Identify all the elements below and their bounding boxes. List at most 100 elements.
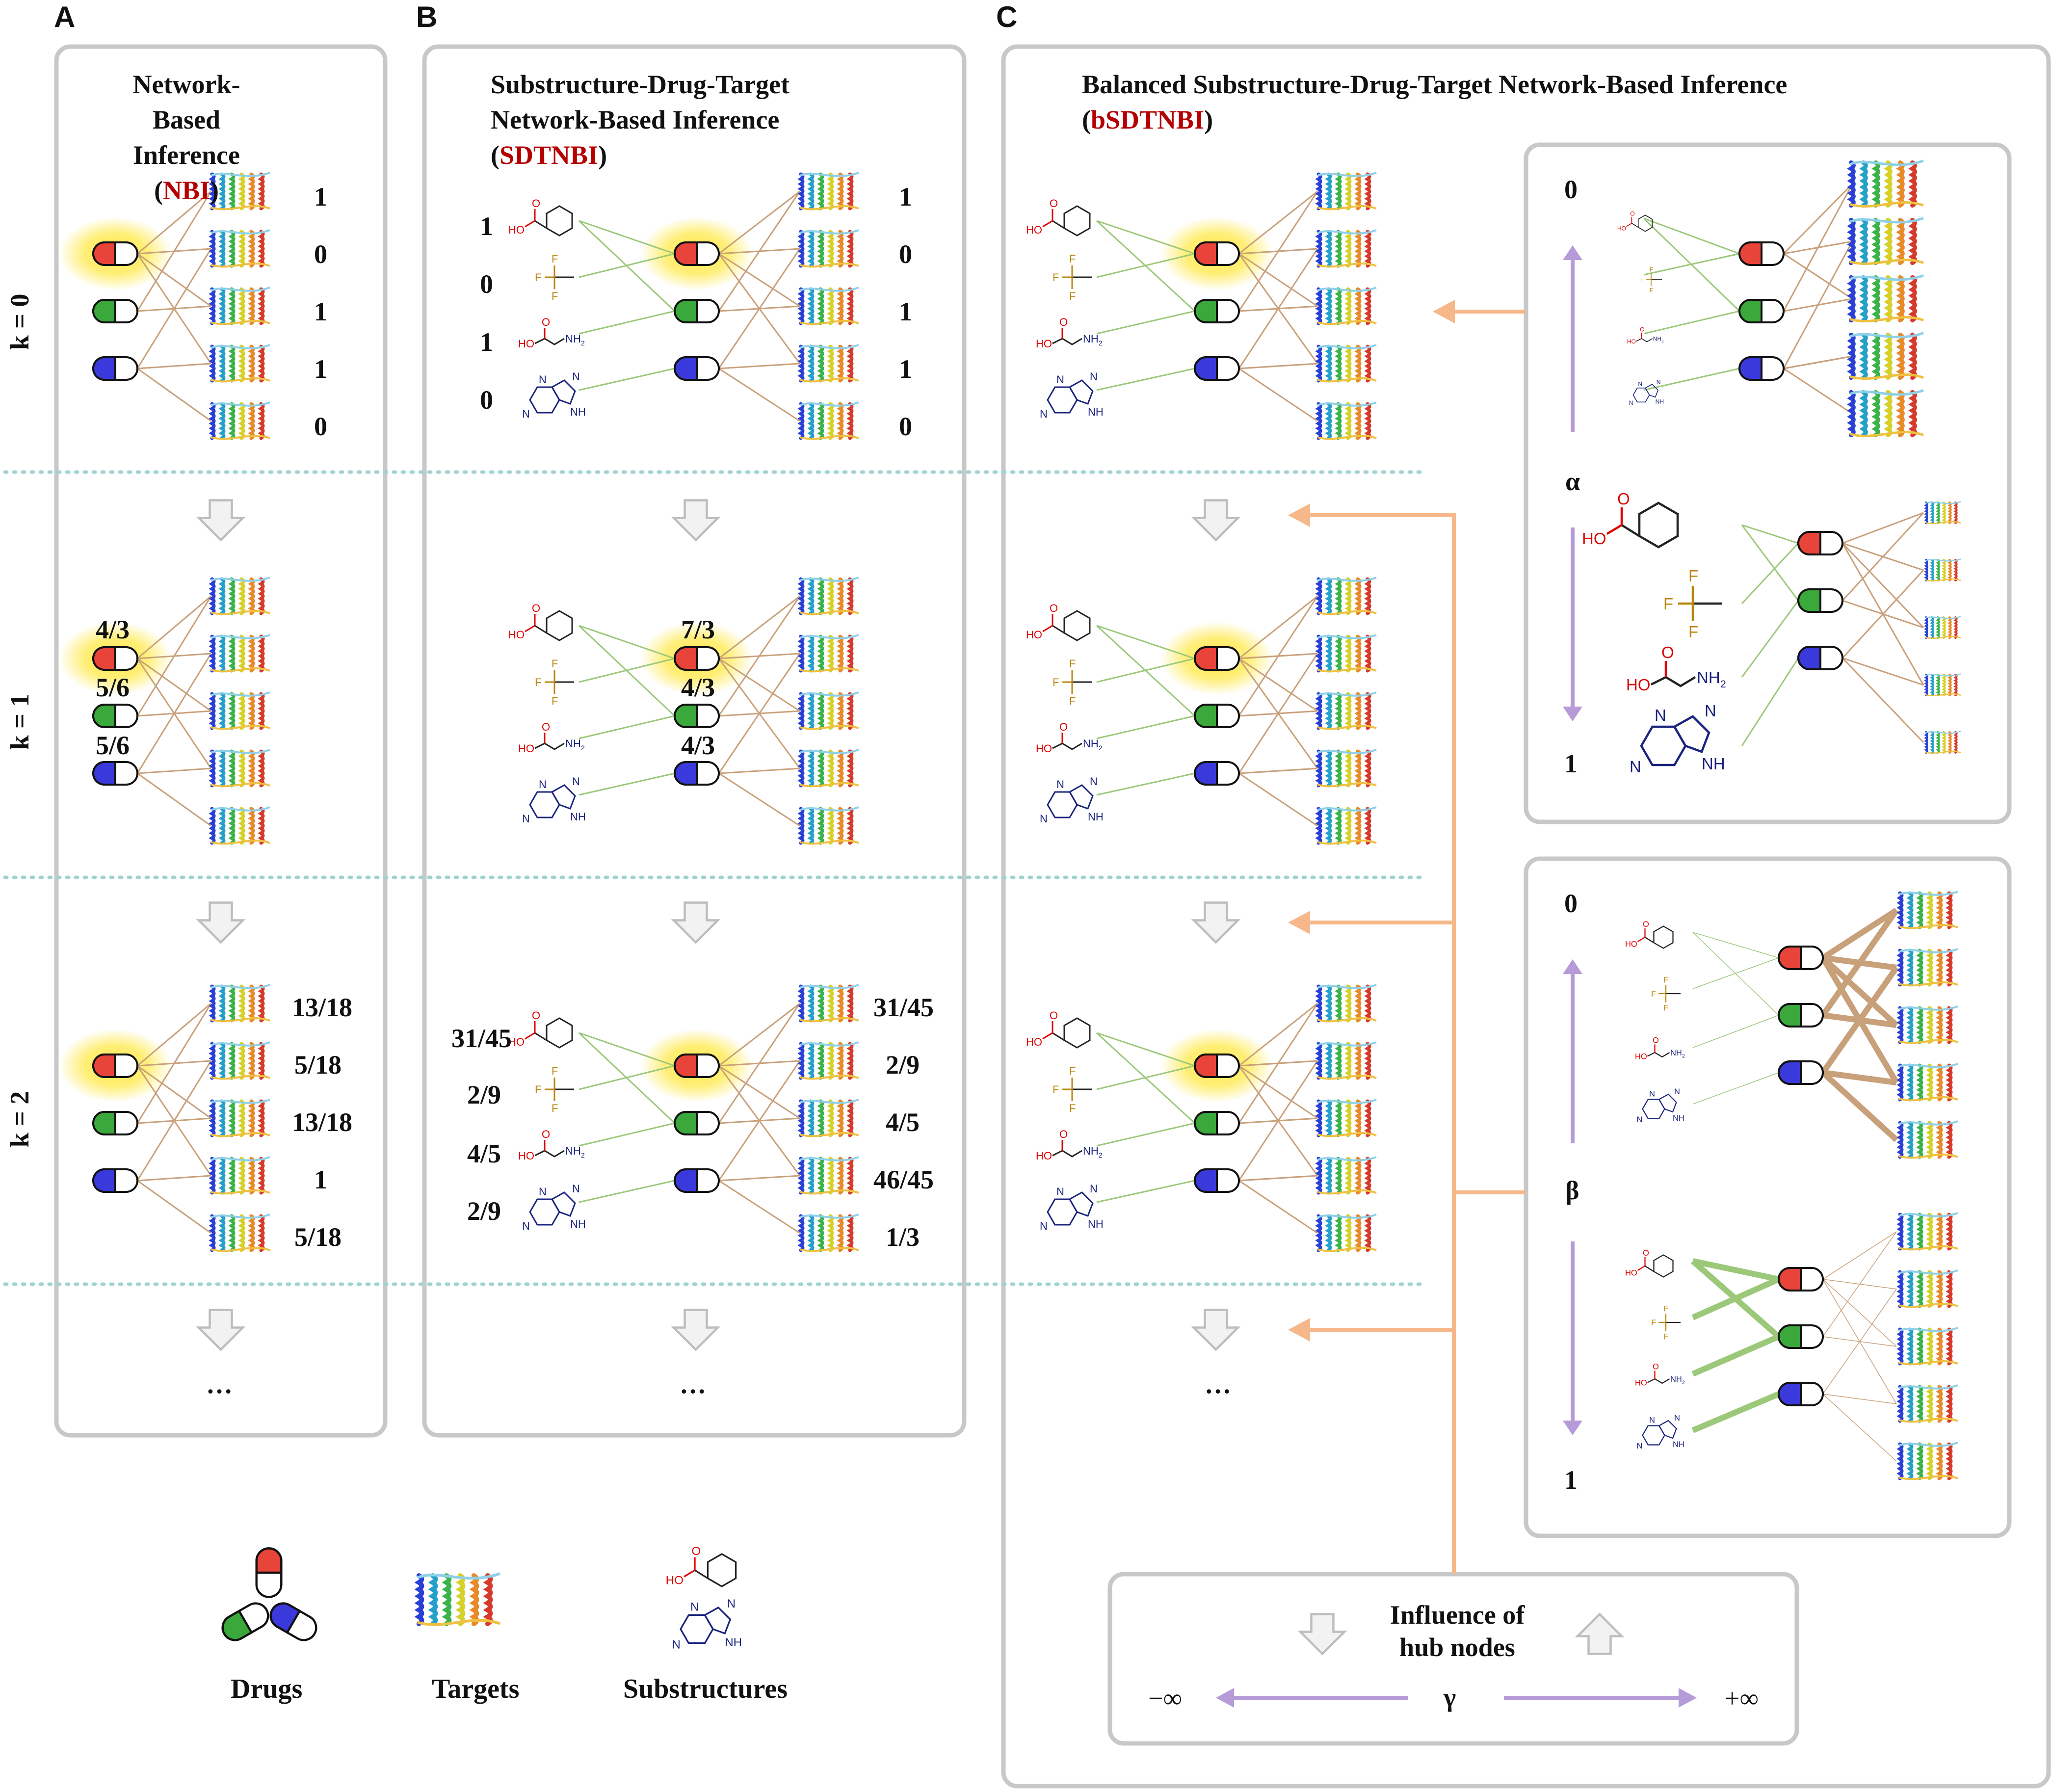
helix — [1847, 217, 1856, 265]
orange-arrow-head — [1288, 1318, 1310, 1342]
network-edge — [1238, 363, 1318, 369]
helix — [1364, 749, 1371, 788]
helix — [1315, 634, 1322, 673]
helix — [1926, 1063, 1933, 1102]
helix — [1315, 1099, 1322, 1137]
helix — [1936, 949, 1943, 987]
helix — [1335, 344, 1342, 383]
nitrogen-label: N — [1629, 399, 1633, 406]
helix — [837, 172, 844, 211]
nitrogen-label: N — [1090, 370, 1098, 383]
helix — [1946, 1442, 1953, 1480]
bond — [1052, 1032, 1065, 1041]
capsule-half — [674, 356, 698, 381]
capsule-half — [92, 241, 116, 266]
protein-target-icon — [1847, 159, 1924, 208]
oxygen-label: O — [1050, 602, 1058, 614]
network-edge — [1096, 220, 1195, 255]
protein-target-icon — [1315, 287, 1377, 325]
nitrogen-label: N — [1056, 373, 1064, 386]
oxygen-label: O — [532, 602, 540, 614]
helix — [817, 344, 824, 383]
helix — [218, 402, 226, 440]
drug-capsule-icon — [674, 1111, 720, 1135]
panel-a-title-end: ) — [210, 176, 219, 205]
helix — [846, 692, 854, 730]
network-edge — [1692, 1072, 1779, 1105]
helix — [837, 1099, 844, 1137]
helix — [238, 807, 245, 845]
network-edge — [718, 191, 801, 312]
helix — [837, 692, 844, 730]
gamma-title: Influence of hub nodes — [1359, 1599, 1555, 1663]
network-edge — [136, 248, 212, 369]
helix — [1354, 1099, 1362, 1137]
fluorine-label: F — [552, 1065, 558, 1077]
protein-target-icon — [1896, 948, 1958, 987]
loop — [210, 320, 270, 325]
nitrogen-label: N — [1637, 1115, 1643, 1124]
protein-target-icon — [1315, 634, 1377, 673]
protein-target-icon — [797, 1099, 859, 1137]
helix — [1335, 287, 1342, 325]
protein-target-icon — [209, 1041, 270, 1080]
ring — [1068, 379, 1094, 405]
trifluoromethyl-icon: FFF — [1052, 1065, 1092, 1114]
network-edge — [136, 1003, 212, 1124]
helix — [1936, 1270, 1943, 1308]
capsule-half — [92, 1168, 116, 1193]
drug-capsule-icon — [674, 241, 720, 266]
helix — [455, 1573, 466, 1626]
sdtnbi-k0-target-score: 1 — [899, 297, 912, 326]
helix — [1916, 891, 1923, 929]
helix — [1344, 172, 1352, 211]
nitrogen-label: NH — [1088, 1218, 1104, 1230]
network-edge — [718, 1060, 801, 1181]
bond — [1621, 524, 1640, 537]
helix — [1936, 1063, 1943, 1102]
helix — [1924, 558, 1928, 582]
helix — [248, 287, 255, 325]
drug-capsule-icon — [1738, 299, 1785, 323]
helix — [258, 344, 265, 383]
bond — [1631, 223, 1639, 228]
helix — [797, 344, 805, 383]
helix — [1859, 390, 1868, 438]
helix — [1364, 1214, 1371, 1252]
helix — [827, 287, 834, 325]
benzoic-acid-icon: OHO — [1026, 1009, 1091, 1049]
loop — [1925, 521, 1961, 525]
oxygen-label: O — [542, 316, 550, 328]
fluorine-label: F — [1069, 1065, 1076, 1077]
helix — [258, 577, 265, 615]
protein-target-icon — [1315, 401, 1377, 440]
helix — [1335, 1099, 1342, 1137]
ring — [546, 1017, 573, 1049]
helix — [837, 1042, 844, 1080]
helix — [837, 984, 844, 1023]
loop — [1898, 1212, 1958, 1217]
oxygen-label: O — [691, 1545, 701, 1558]
helix — [228, 402, 236, 440]
hydroxyl-label: HO — [1635, 1053, 1647, 1061]
helix — [1335, 807, 1342, 845]
network-edge — [1692, 1015, 1779, 1048]
helix — [1325, 287, 1332, 325]
hydroxyl-label: HO — [666, 1574, 684, 1587]
alpha-param-label: α — [1565, 467, 1580, 496]
arrow-shape — [1297, 1613, 1347, 1656]
amine-label: NH — [565, 738, 581, 750]
hydroxyl-label: HO — [508, 224, 525, 236]
helix — [807, 172, 815, 211]
helix — [1364, 1157, 1371, 1195]
oxygen-label: O — [1640, 326, 1644, 333]
loop — [799, 1099, 859, 1104]
network-edge — [1820, 966, 1899, 1075]
network-edge — [1691, 1334, 1780, 1377]
network-edge — [1238, 248, 1318, 369]
gamma-arrow-right-head — [1679, 1688, 1697, 1708]
ring — [1658, 1093, 1677, 1113]
helix — [817, 1042, 824, 1080]
